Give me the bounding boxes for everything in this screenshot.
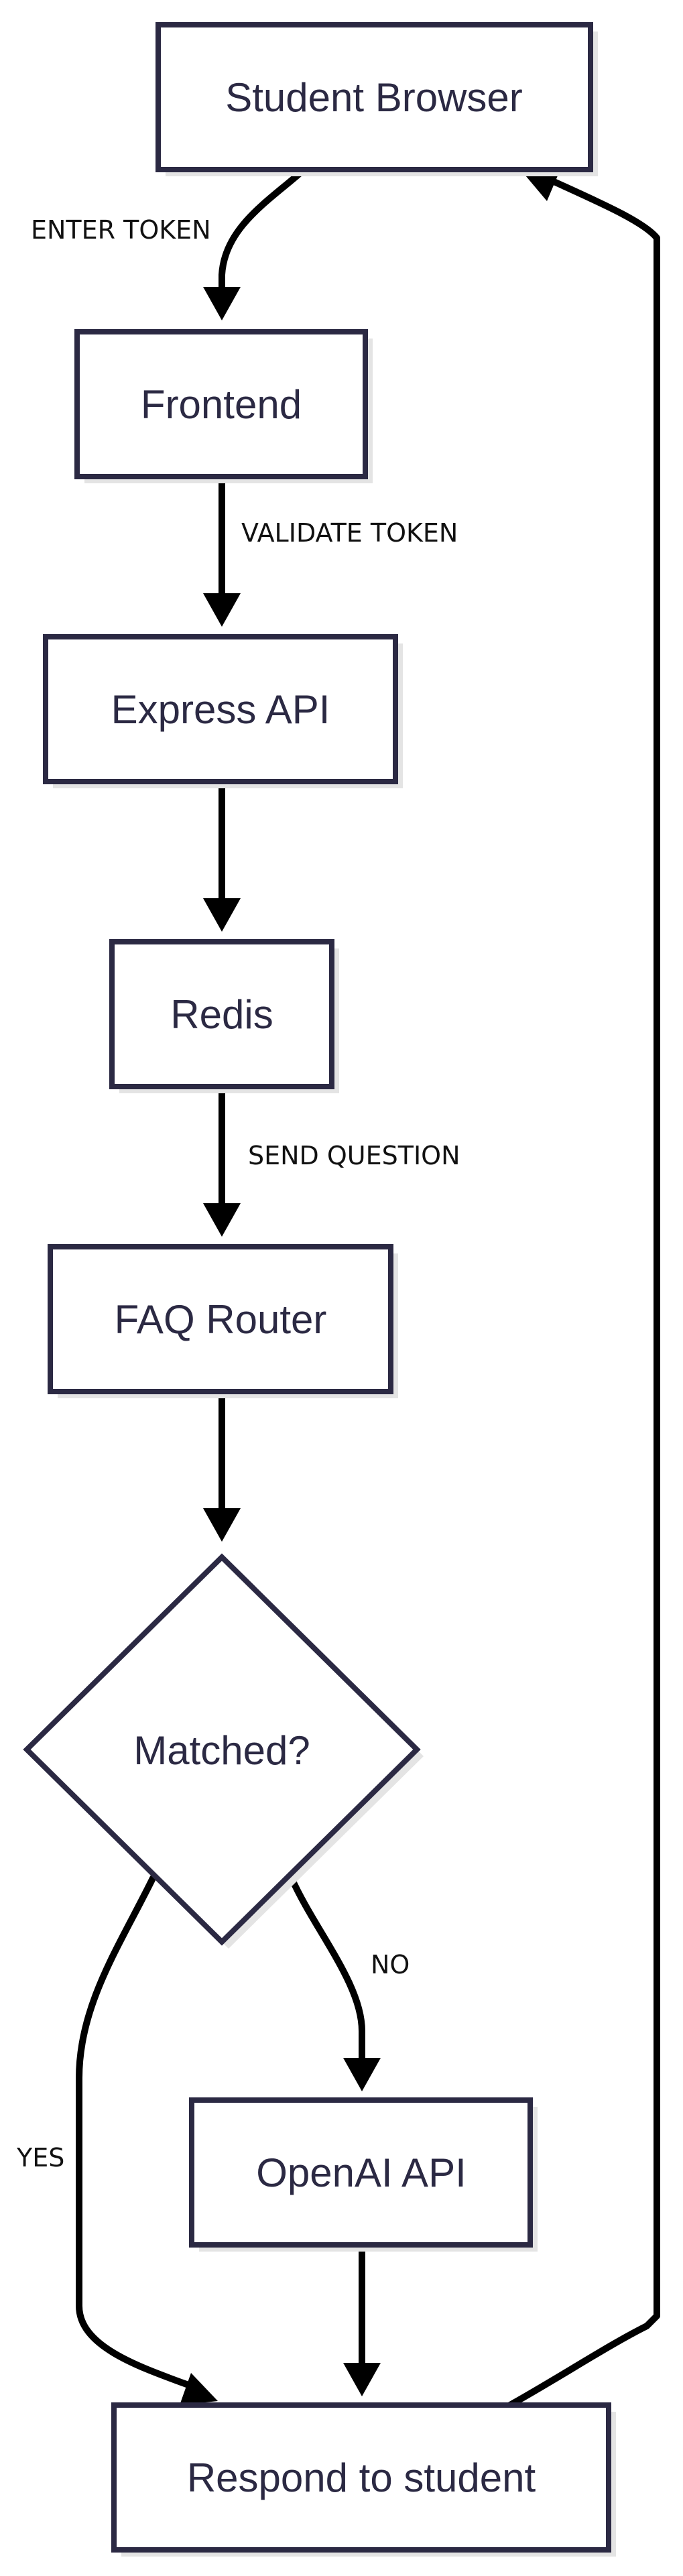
node-matched-decision[interactable]: Matched? xyxy=(23,1553,424,1949)
node-faq-router-label: FAQ Router xyxy=(115,1297,327,1342)
arrowhead-respond-from-openai xyxy=(343,2363,381,2396)
edge-matched-to-openai xyxy=(288,1875,365,2068)
node-express-api[interactable]: Express API xyxy=(43,634,403,788)
edge-label-yes: YES xyxy=(16,2143,64,2172)
edges xyxy=(76,170,660,2412)
node-express-api-label: Express API xyxy=(111,687,330,732)
node-redis-label: Redis xyxy=(170,992,273,1037)
nodes: Student Browser Frontend Express API Red… xyxy=(23,22,616,2557)
node-redis[interactable]: Redis xyxy=(109,939,339,1093)
edge-label-no: NO xyxy=(371,1950,410,1979)
node-openai-api-label: OpenAI API xyxy=(256,2150,467,2195)
node-openai-api[interactable]: OpenAI API xyxy=(189,2097,538,2252)
edge-labels: ENTER TOKEN VALIDATE TOKEN SEND QUESTION… xyxy=(16,215,460,2172)
node-frontend-label: Frontend xyxy=(141,382,302,427)
arrowhead-frontend xyxy=(203,287,241,320)
node-matched-label: Matched? xyxy=(133,1728,310,1773)
arrowhead-respond-from-matched xyxy=(180,2373,218,2405)
arrowhead-redis xyxy=(203,898,241,932)
arrowhead-express xyxy=(203,593,241,627)
arrowhead-matched xyxy=(203,1508,241,1542)
edge-label-enter-token: ENTER TOKEN xyxy=(31,215,211,245)
node-faq-router[interactable]: FAQ Router xyxy=(48,1244,398,1398)
edge-matched-to-respond xyxy=(76,1875,204,2393)
edge-label-validate-token: VALIDATE TOKEN xyxy=(241,518,458,548)
node-respond-label: Respond to student xyxy=(187,2455,536,2500)
node-frontend[interactable]: Frontend xyxy=(74,329,373,483)
arrowhead-openai xyxy=(343,2058,381,2091)
edge-browser-to-frontend xyxy=(219,170,304,298)
node-student-browser[interactable]: Student Browser xyxy=(156,22,598,176)
edge-label-send-question: SEND QUESTION xyxy=(248,1141,460,1170)
edge-respond-to-browser xyxy=(501,176,660,2412)
arrowhead-faqrouter xyxy=(203,1203,241,1237)
node-respond-to-student[interactable]: Respond to student xyxy=(111,2402,616,2557)
node-student-browser-label: Student Browser xyxy=(225,75,523,120)
